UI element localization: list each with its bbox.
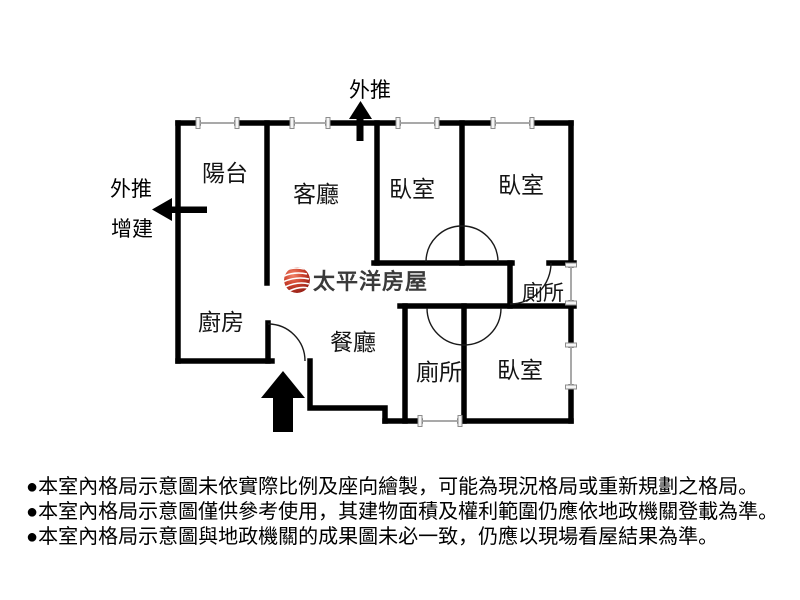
brand-logo: 太平洋房屋	[284, 267, 428, 294]
room-label-living: 客廳	[293, 181, 339, 207]
window-caps	[195, 117, 577, 427]
door-arc-bedroom3	[463, 307, 502, 346]
brand-logo-text: 太平洋房屋	[313, 269, 428, 294]
wall-entry-step	[307, 358, 388, 424]
arrows	[152, 101, 372, 432]
room-label-bedroom2: 臥室	[498, 172, 544, 198]
disclaimer-line-1: ●本室內格局示意圖未依實際比例及座向繪製，可能為現況格局或重新規劃之格局。	[26, 476, 759, 498]
room-label-bedroom3: 臥室	[497, 357, 543, 383]
push-out-top-arrow-icon	[349, 101, 372, 141]
push-out-left-arrow-icon	[152, 198, 207, 221]
door-arc-toilet1	[509, 262, 552, 305]
disclaimer-line-3: ●本室內格局示意圖與地政機關的成果圖未必一致，仍應以現場看屋結果為準。	[26, 526, 719, 548]
door-arc-bedroom1	[425, 225, 463, 263]
pacific-globe-icon	[284, 267, 310, 293]
room-label-bedroom1: 臥室	[389, 176, 435, 202]
door-arcs	[267, 225, 552, 362]
disclaimer-line-2: ●本室內格局示意圖僅供參考使用，其建物面積及權利範圍仍應依地政機關登載為準。	[26, 501, 779, 523]
room-label-toilet2: 廁所	[416, 359, 462, 385]
room-label-toilet1: 廁所	[522, 282, 564, 305]
door-arc-toilet2	[426, 307, 465, 346]
room-label-kitchen: 廚房	[198, 309, 244, 335]
push-out-left-label-line2: 增建	[111, 218, 153, 241]
push-out-left-label-line1: 外推	[110, 178, 152, 201]
door-arc-kitchen	[267, 323, 306, 362]
walls	[175, 120, 577, 424]
room-label-balcony: 陽台	[202, 160, 248, 186]
door-arc-bedroom2	[461, 225, 499, 263]
entrance-arrow-icon	[261, 371, 305, 432]
windows	[195, 117, 577, 427]
push-out-top-label: 外推	[349, 79, 391, 102]
room-label-dining: 餐廳	[330, 329, 376, 355]
